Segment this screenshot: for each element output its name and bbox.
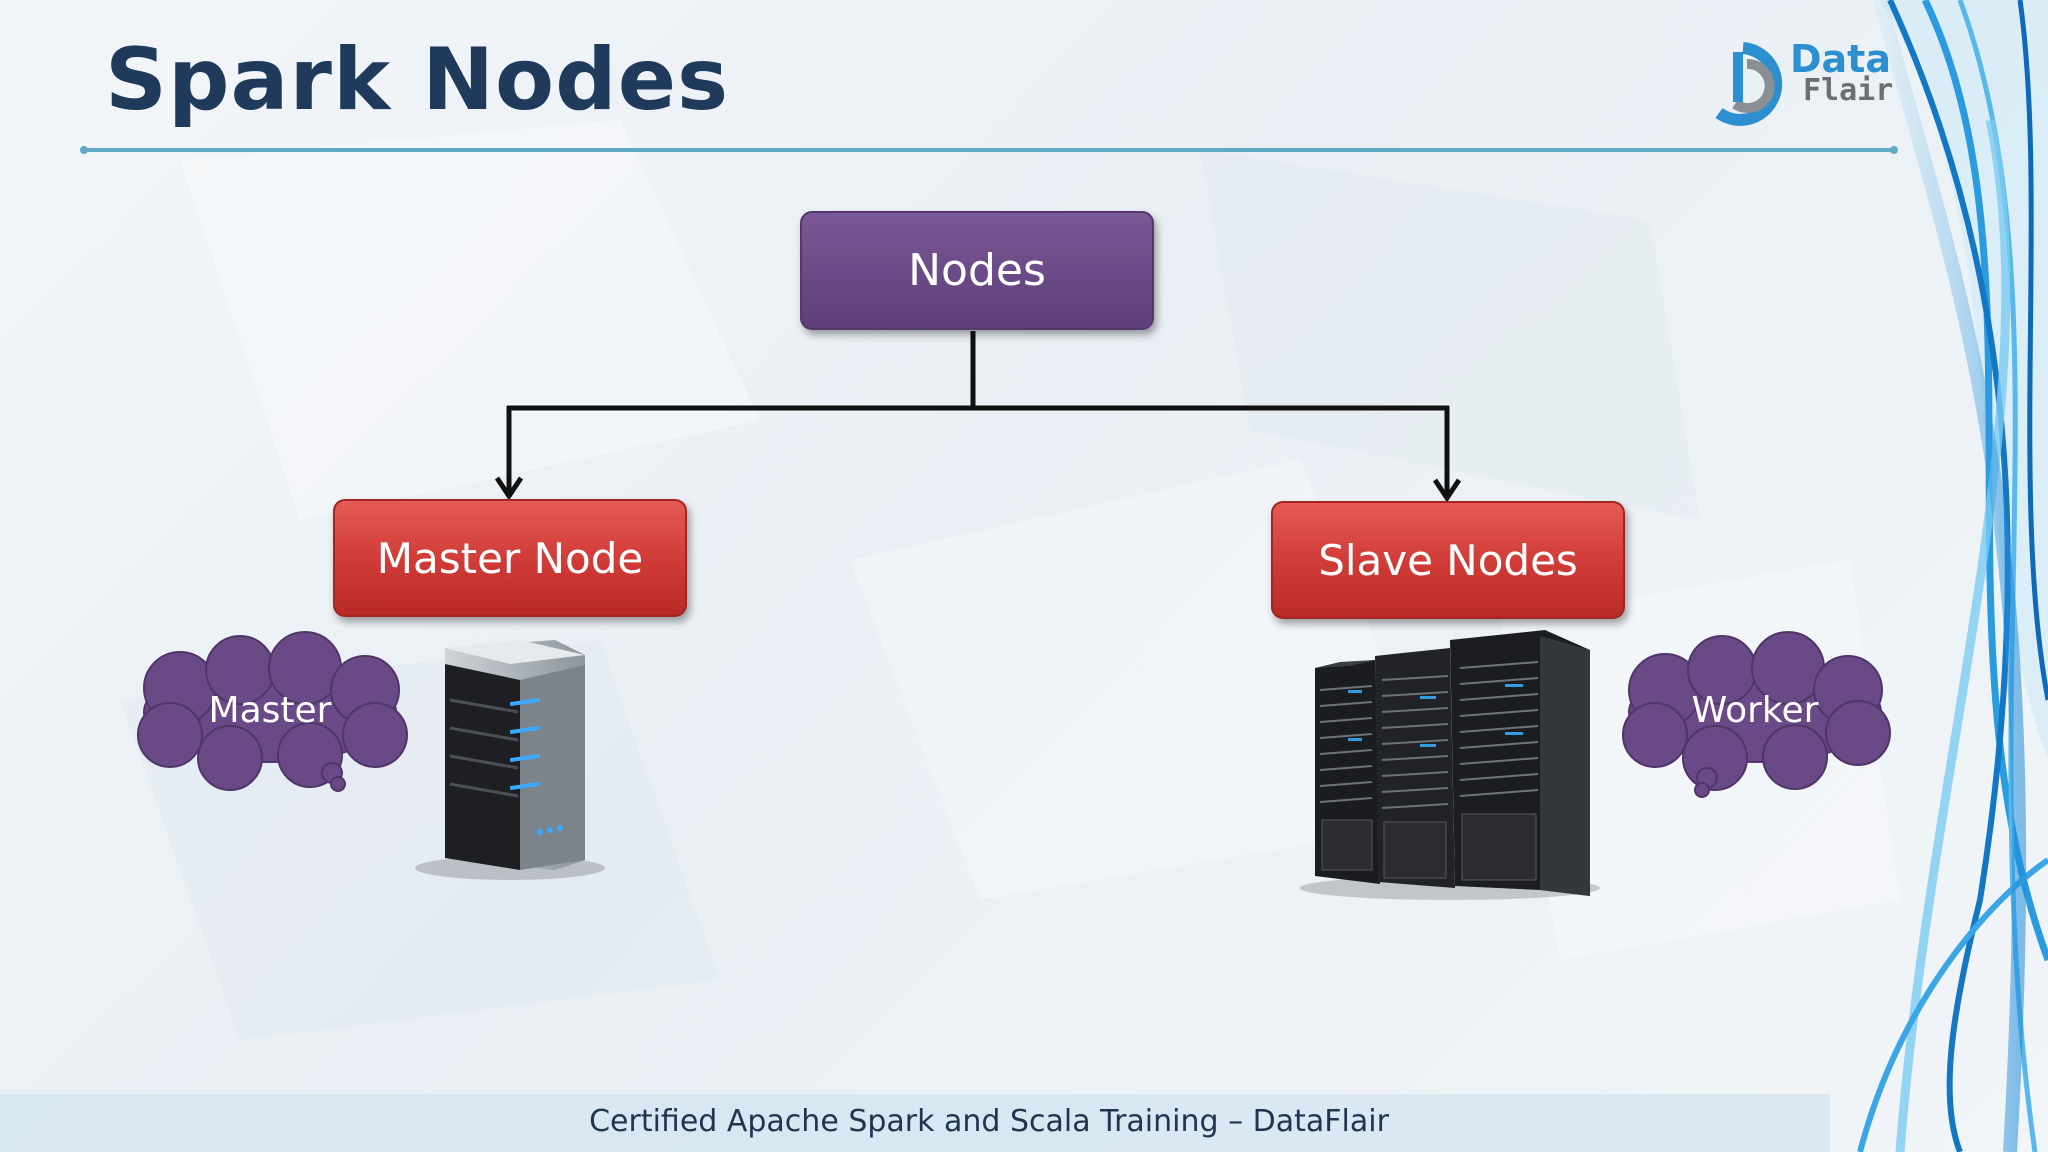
dataflair-logo: Data Flair [1695, 38, 1895, 128]
slave-arrowhead [1432, 478, 1462, 503]
worker-thought-bubble [1622, 631, 1891, 798]
slave-nodes-box: Slave Nodes [1271, 501, 1625, 619]
worker-bubble-label: Worker [1691, 690, 1819, 731]
footer-bar [0, 1094, 1830, 1152]
master-bubble-label: Master [208, 690, 332, 731]
footer-text: Certified Apache Spark and Scala Trainin… [0, 1104, 2048, 1139]
dataflair-logo-icon [1715, 42, 1783, 126]
nodes-root-box: Nodes [800, 211, 1154, 330]
logo-text-data: Data [1790, 37, 1891, 81]
slide-title: Spark Nodes [105, 30, 730, 130]
logo-text-flair: Flair [1803, 73, 1894, 108]
master-arrowhead [494, 476, 524, 501]
master-node-box: Master Node [333, 499, 687, 617]
footer-caption: Certified Apache Spark and Scala Trainin… [589, 1104, 1389, 1139]
master-thought-bubble [137, 631, 408, 792]
